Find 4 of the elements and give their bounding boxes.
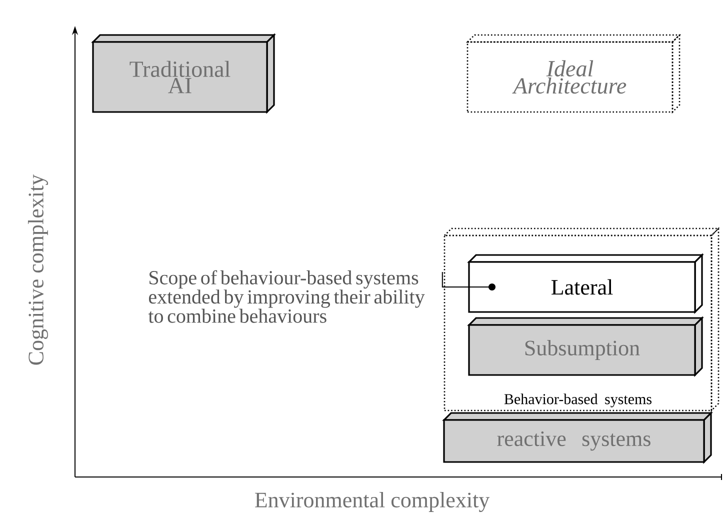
leader-line <box>442 272 496 290</box>
axis-title: Cognitive complexity <box>28 174 48 365</box>
annotation-text: Scope of behaviour-based systems extended by improving their ability to combine behaviours <box>148 270 425 323</box>
axis-title: Environmental complexity <box>255 492 490 512</box>
